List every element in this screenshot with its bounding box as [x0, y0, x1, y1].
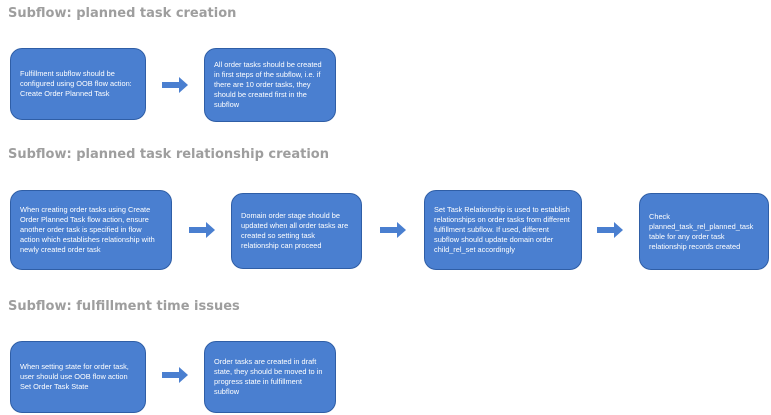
- step-text: Order tasks are created in draft state, …: [214, 357, 323, 396]
- step-text: All order tasks should be created in fir…: [214, 60, 322, 109]
- right-arrow-icon: [597, 222, 623, 238]
- right-arrow-icon: [189, 222, 215, 238]
- step-text: Fulfillment subflow should be configured…: [20, 69, 132, 98]
- step-box: Check planned_task_rel_planned_task tabl…: [639, 193, 769, 270]
- step-box: Order tasks are created in draft state, …: [204, 341, 336, 413]
- section-title-fulfillment-time-issues: Subflow: fulfillment time issues: [8, 299, 240, 314]
- step-text: Set Task Relationship is used to establi…: [434, 205, 570, 254]
- section-title-planned-task-relationship-creation: Subflow: planned task relationship creat…: [8, 147, 329, 162]
- step-box: Domain order stage should be updated whe…: [231, 193, 362, 269]
- section-title-planned-task-creation: Subflow: planned task creation: [8, 6, 237, 21]
- right-arrow-icon: [162, 77, 188, 93]
- step-text: Domain order stage should be updated whe…: [241, 211, 349, 250]
- step-box: Fulfillment subflow should be configured…: [10, 48, 146, 120]
- right-arrow-icon: [162, 367, 188, 383]
- step-box: All order tasks should be created in fir…: [204, 48, 336, 122]
- step-box: When creating order tasks using Create O…: [10, 190, 172, 270]
- step-box: When setting state for order task, user …: [10, 341, 146, 413]
- step-text: When setting state for order task, user …: [20, 362, 129, 391]
- right-arrow-icon: [380, 222, 406, 238]
- step-text: Check planned_task_rel_planned_task tabl…: [649, 211, 754, 251]
- step-text: When creating order tasks using Create O…: [20, 205, 155, 254]
- step-box: Set Task Relationship is used to establi…: [424, 190, 582, 270]
